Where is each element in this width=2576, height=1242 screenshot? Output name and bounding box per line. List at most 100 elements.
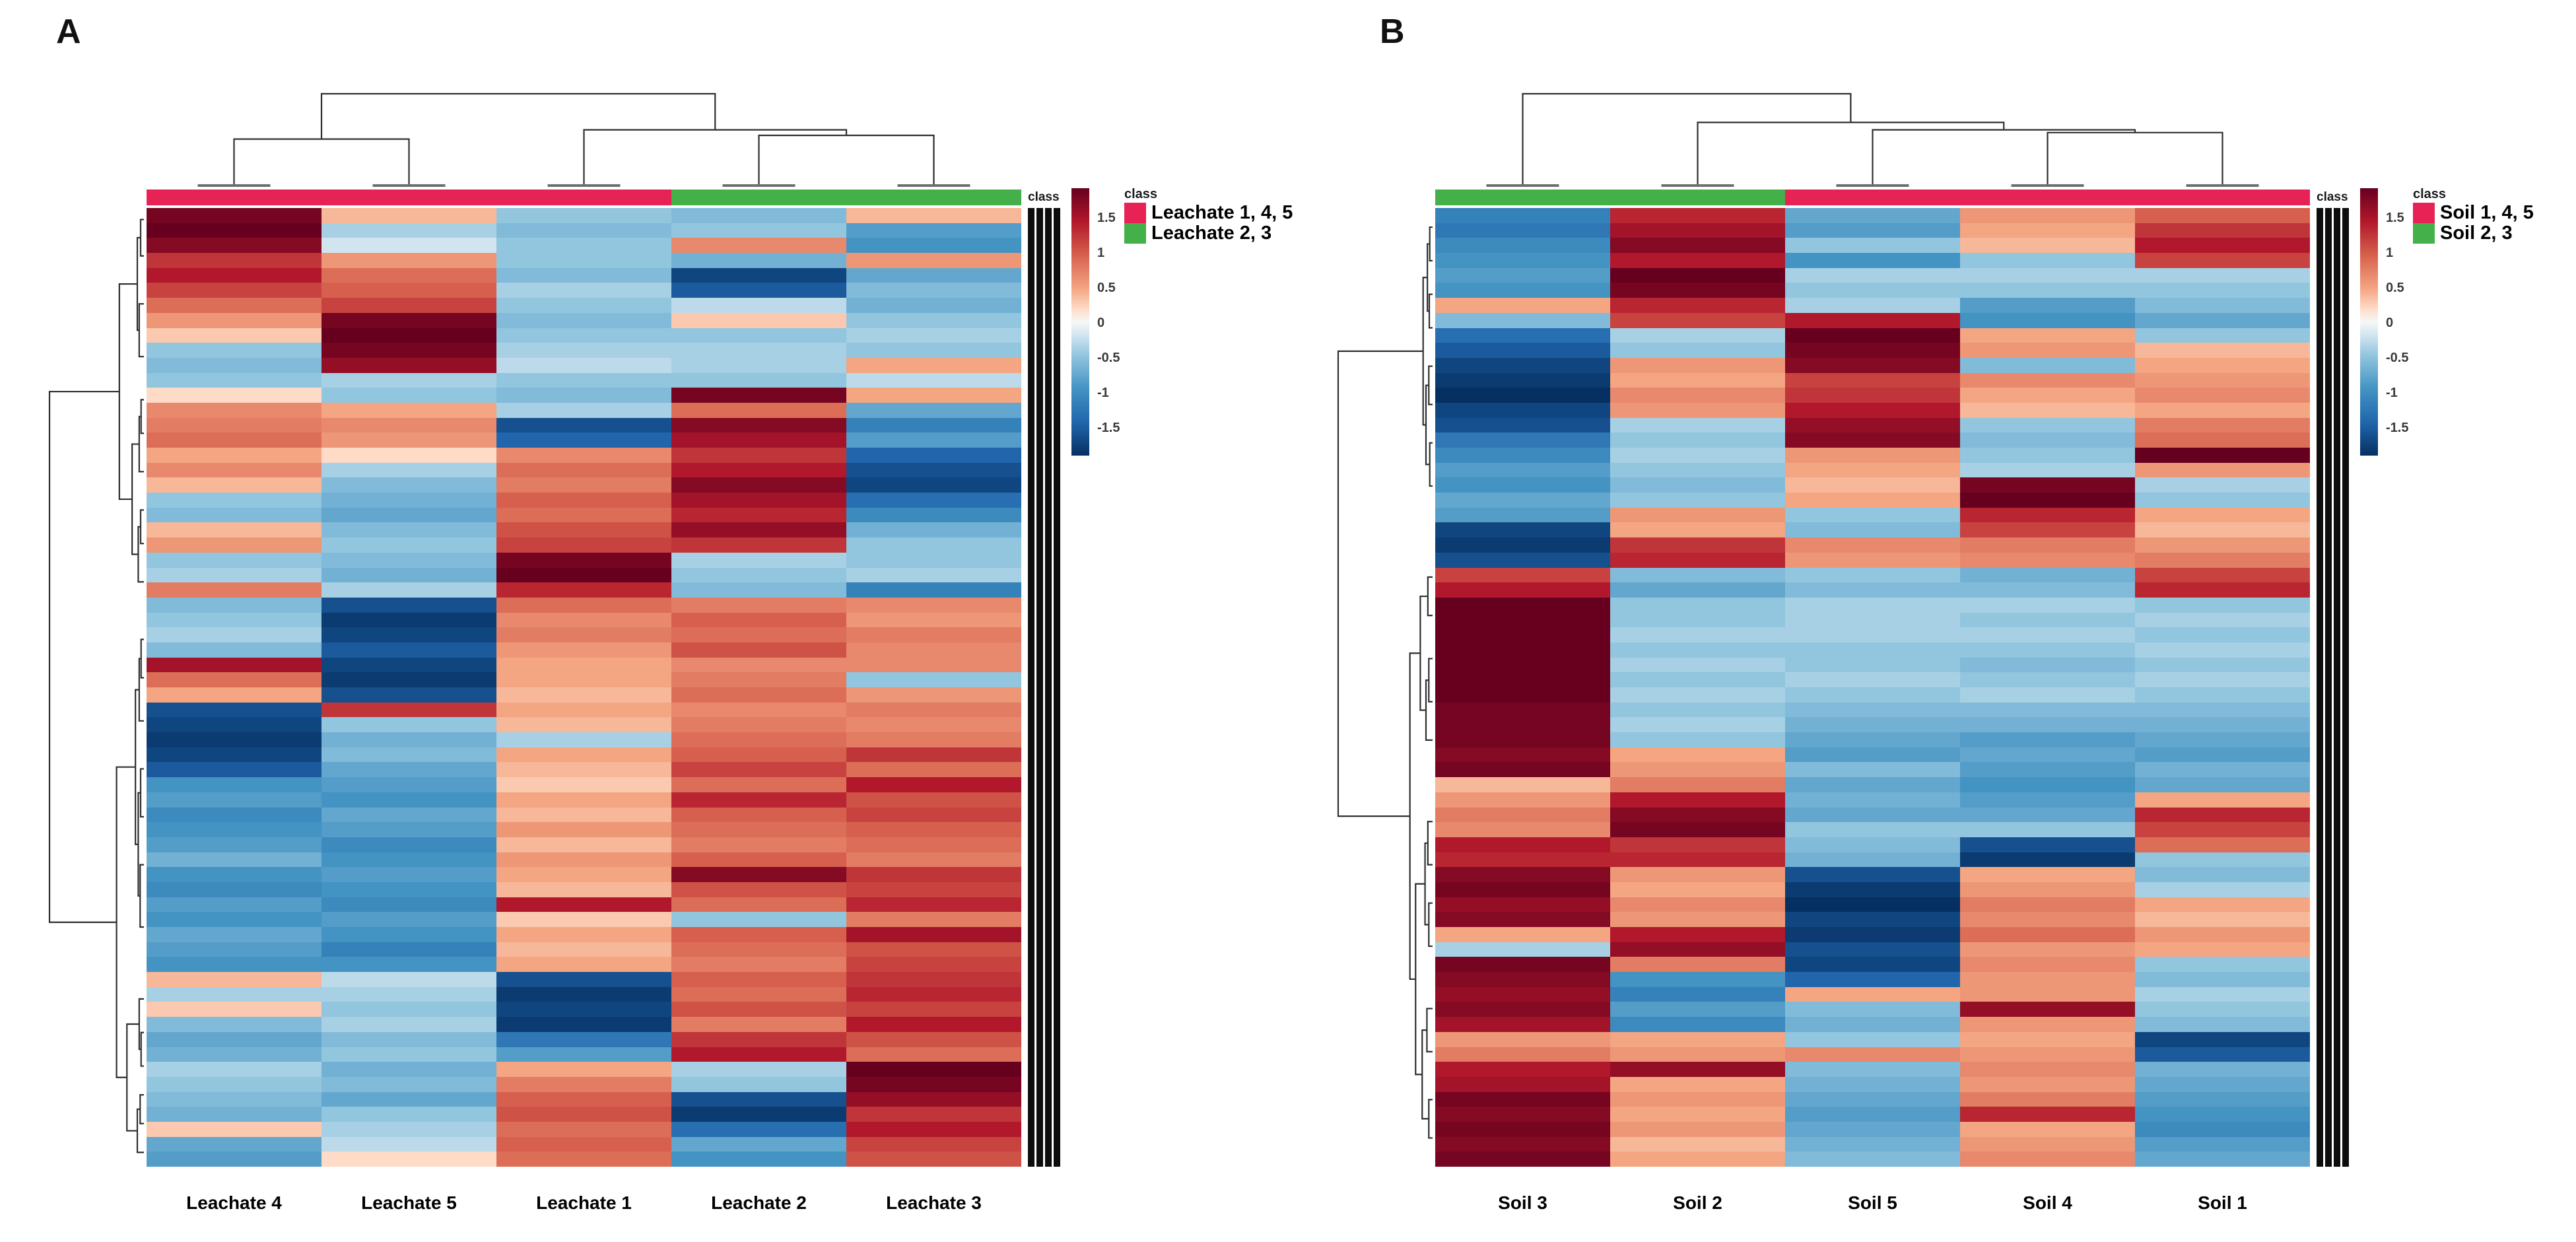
heatmap-cell	[1960, 957, 2135, 973]
heatmap-row	[147, 1047, 1021, 1062]
heatmap-cell	[1610, 567, 1785, 583]
heatmap-cell	[846, 208, 1021, 223]
heatmap-cell	[147, 1121, 322, 1137]
heatmap-row	[147, 627, 1021, 642]
heatmap-cell	[1960, 702, 2135, 718]
heatmap-cell	[322, 402, 496, 418]
heatmap-cell	[1785, 402, 1960, 418]
heatmap-cell	[1435, 1136, 1610, 1152]
class-bar-segment	[1785, 190, 2310, 205]
heatmap-cell	[1785, 1076, 1960, 1092]
heatmap-row	[1435, 837, 2310, 852]
heatmap-row	[147, 807, 1021, 823]
heatmap-cell	[1785, 208, 1960, 223]
heatmap-cell	[671, 1107, 846, 1122]
heatmap-cell	[1435, 597, 1610, 613]
heatmap-cell	[1610, 897, 1785, 913]
heatmap-cell	[1610, 238, 1785, 254]
class-annotation-label-a: class	[1028, 190, 1060, 204]
heatmap-cell	[1610, 522, 1785, 538]
heatmap-cell	[2135, 867, 2310, 882]
heatmap-cell	[147, 522, 322, 538]
heatmap-cell	[1785, 1047, 1960, 1062]
heatmap-b	[1435, 208, 2310, 1167]
heatmap-row	[147, 642, 1021, 658]
class-annotation-bar-b	[1435, 190, 2310, 205]
heatmap-row	[147, 298, 1021, 313]
heatmap-cell	[496, 717, 671, 733]
heatmap-cell	[496, 687, 671, 703]
heatmap-cell	[496, 283, 671, 298]
heatmap-cell	[846, 762, 1021, 778]
heatmap-cell	[147, 792, 322, 808]
column-label: Leachate 4	[186, 1192, 282, 1213]
heatmap-cell	[1435, 1002, 1610, 1018]
heatmap-cell	[322, 448, 496, 463]
heatmap-row	[1435, 612, 2310, 628]
heatmap-cell	[671, 1047, 846, 1062]
heatmap-row	[147, 328, 1021, 343]
heatmap-cell	[147, 1076, 322, 1092]
heatmap-cell	[1960, 552, 2135, 568]
heatmap-cell	[2135, 267, 2310, 283]
heatmap-cell	[147, 1002, 322, 1018]
heatmap-cell	[1435, 1017, 1610, 1032]
column-label: Leachate 2	[711, 1192, 807, 1213]
heatmap-cell	[1435, 328, 1610, 343]
heatmap-cell	[147, 777, 322, 792]
heatmap-cell	[1785, 1121, 1960, 1137]
heatmap-row	[1435, 747, 2310, 763]
heatmap-cell	[671, 1076, 846, 1092]
heatmap-row	[1435, 717, 2310, 733]
heatmap-cell	[1610, 283, 1785, 298]
heatmap-cell	[1960, 597, 2135, 613]
heatmap-cell	[2135, 747, 2310, 763]
heatmap-cell	[1610, 372, 1785, 388]
heatmap-cell	[496, 372, 671, 388]
heatmap-cell	[322, 223, 496, 238]
heatmap-cell	[671, 642, 846, 658]
heatmap-row	[1435, 702, 2310, 718]
scale-tick-label: -1.5	[1097, 421, 1120, 435]
heatmap-cell	[322, 986, 496, 1002]
heatmap-cell	[1435, 493, 1610, 508]
heatmap-cell	[1960, 627, 2135, 642]
heatmap-cell	[671, 1121, 846, 1137]
heatmap-row	[1435, 1121, 2310, 1137]
heatmap-cell	[1435, 687, 1610, 703]
heatmap-cell	[671, 612, 846, 628]
heatmap-row	[1435, 867, 2310, 882]
heatmap-cell	[322, 942, 496, 957]
scale-tick-label: 1.5	[1097, 211, 1116, 225]
heatmap-cell	[147, 762, 322, 778]
heatmap-cell	[496, 298, 671, 313]
heatmap-cell	[2135, 942, 2310, 957]
heatmap-cell	[1785, 927, 1960, 942]
heatmap-cell	[846, 357, 1021, 373]
heatmap-cell	[846, 822, 1021, 837]
heatmap-cell	[671, 417, 846, 433]
heatmap-cell	[496, 837, 671, 852]
heatmap-row	[147, 1062, 1021, 1077]
heatmap-cell	[2135, 493, 2310, 508]
heatmap-cell	[2135, 642, 2310, 658]
heatmap-cell	[1785, 986, 1960, 1002]
heatmap-cell	[671, 717, 846, 733]
legend-entry-label: Soil 1, 4, 5	[2440, 202, 2534, 223]
heatmap-cell	[1610, 732, 1785, 747]
column-label: Leachate 3	[886, 1192, 982, 1213]
heatmap-cell	[496, 792, 671, 808]
heatmap-cell	[1785, 552, 1960, 568]
heatmap-cell	[671, 1062, 846, 1077]
heatmap-cell	[1785, 283, 1960, 298]
heatmap-cell	[147, 657, 322, 673]
heatmap-cell	[1610, 477, 1785, 493]
heatmap-cell	[147, 357, 322, 373]
column-label: Soil 5	[1848, 1192, 1897, 1213]
legend-title-b: class	[2413, 187, 2447, 201]
heatmap-cell	[846, 597, 1021, 613]
heatmap-row	[147, 852, 1021, 868]
heatmap-cell	[322, 312, 496, 328]
heatmap-cell	[1435, 942, 1610, 957]
heatmap-cell	[1610, 493, 1785, 508]
